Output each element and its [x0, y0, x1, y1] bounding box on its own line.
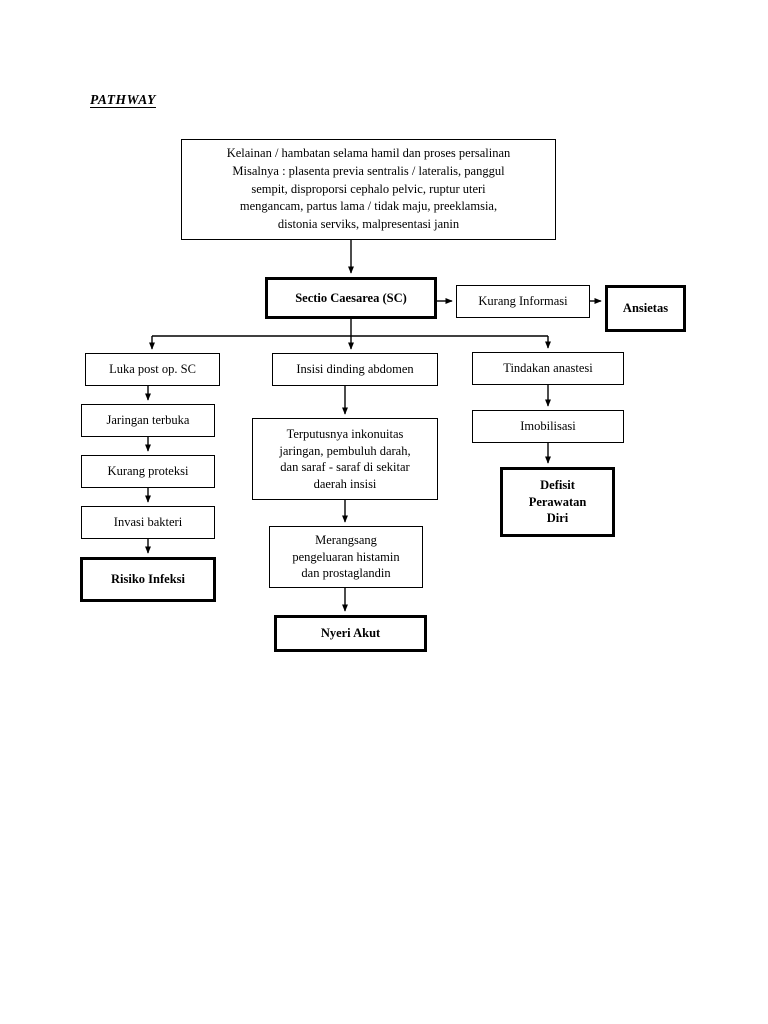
node-imobilisasi[interactable]: Imobilisasi [472, 410, 624, 443]
node-merangsang-histamin[interactable]: Merangsang pengeluaran histamin dan pros… [269, 526, 423, 588]
node-invasi-bakteri[interactable]: Invasi bakteri [81, 506, 215, 539]
node-label: Terputusnya inkonuitas jaringan, pembulu… [279, 427, 411, 491]
node-defisit-perawatan-diri[interactable]: Defisit Perawatan Diri [500, 467, 615, 537]
node-label: Merangsang pengeluaran histamin dan pros… [292, 533, 400, 581]
node-risiko-infeksi[interactable]: Risiko Infeksi [80, 557, 216, 602]
node-label: Luka post op. SC [109, 362, 196, 377]
node-terputusnya-inkonuitas[interactable]: Terputusnya inkonuitas jaringan, pembulu… [252, 418, 438, 500]
node-label: Kurang proteksi [107, 464, 189, 479]
node-label: Defisit Perawatan Diri [528, 478, 587, 526]
node-jaringan-terbuka[interactable]: Jaringan terbuka [81, 404, 215, 437]
node-label: Sectio Caesarea (SC) [295, 290, 407, 305]
node-ansietas[interactable]: Ansietas [605, 285, 686, 332]
node-kelainan-hambatan[interactable]: Kelainan / hambatan selama hamil dan pro… [181, 139, 556, 240]
node-label: Ansietas [622, 301, 669, 316]
node-luka-post-op-sc[interactable]: Luka post op. SC [85, 353, 220, 386]
node-label: Kurang Informasi [478, 294, 568, 309]
node-label: Invasi bakteri [113, 515, 183, 530]
node-label: Imobilisasi [520, 419, 576, 434]
node-label: Kelainan / hambatan selama hamil dan pro… [226, 146, 511, 232]
node-label: Risiko Infeksi [111, 572, 185, 587]
node-kurang-informasi[interactable]: Kurang Informasi [456, 285, 590, 318]
node-nyeri-akut[interactable]: Nyeri Akut [274, 615, 427, 652]
node-label: Insisi dinding abdomen [296, 362, 414, 377]
node-tindakan-anastesi[interactable]: Tindakan anastesi [472, 352, 624, 385]
node-label: Tindakan anastesi [503, 361, 593, 376]
node-label: Jaringan terbuka [106, 413, 190, 428]
node-sectio-caesarea[interactable]: Sectio Caesarea (SC) [265, 277, 437, 319]
node-kurang-proteksi[interactable]: Kurang proteksi [81, 455, 215, 488]
node-label: Nyeri Akut [320, 626, 381, 641]
page-title: PATHWAY [90, 92, 156, 107]
node-insisi-dinding-abdomen[interactable]: Insisi dinding abdomen [272, 353, 438, 386]
